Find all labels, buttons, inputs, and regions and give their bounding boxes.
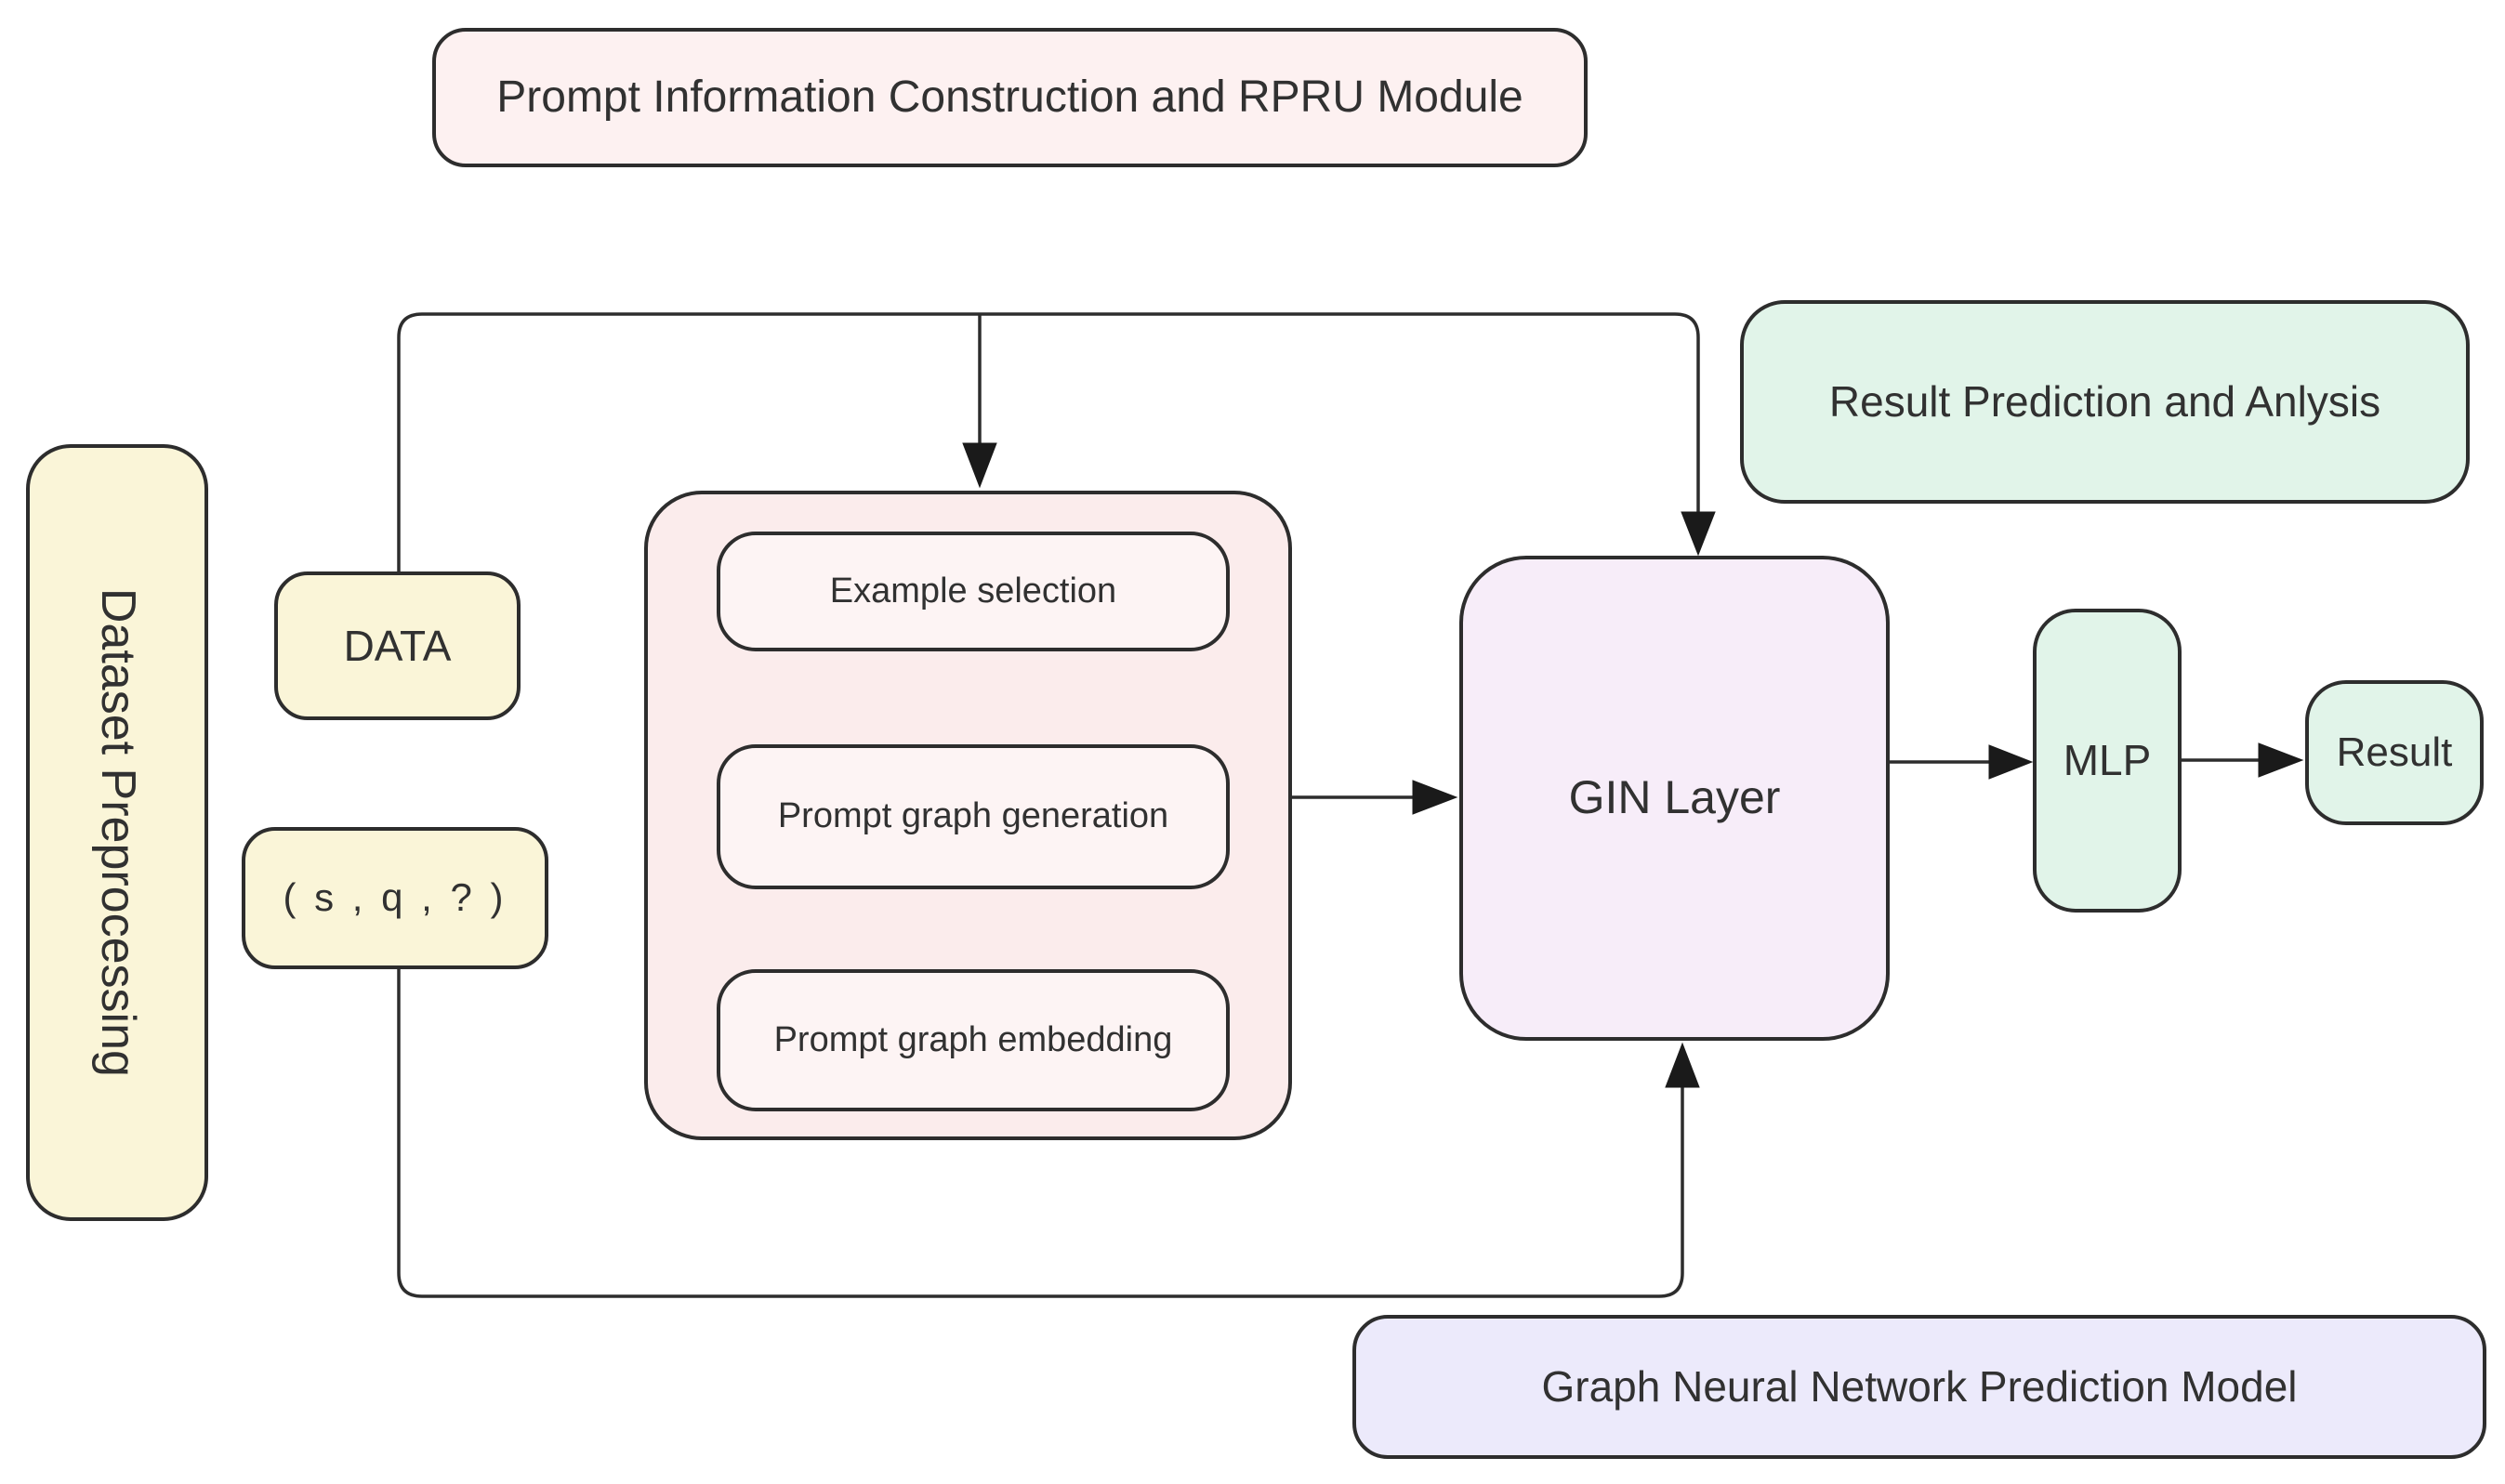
connector-container-to-gin [1292,780,1458,815]
connector-gin-to-mlp [1890,744,2034,780]
mlp-node: MLP [2033,609,2182,913]
gin-layer-label: GIN Layer [1568,771,1781,824]
arrowhead-gin-top [1681,511,1716,557]
dataset-preprocessing-box: Dataset Preprocessing [26,444,208,1221]
arrowhead-container-top [962,442,997,489]
prompt-graph-generation-node: Prompt graph generation [717,744,1230,889]
arrowhead-result-left [2258,742,2304,778]
triple-query-node: ( s , q , ? ) [242,827,548,969]
gnn-model-title-box: Graph Neural Network Prediction Model [1352,1315,2486,1459]
connector-mlp-to-result [2182,742,2304,778]
prompt-graph-embedding-node: Prompt graph embedding [717,969,1230,1111]
prompt-module-title-label: Prompt Information Construction and RPRU… [496,72,1523,123]
arrowhead-gin-left [1412,780,1458,815]
mlp-label: MLP [2063,736,2152,785]
gin-layer-node: GIN Layer [1459,556,1890,1041]
data-node-label: DATA [343,621,452,670]
data-node: DATA [274,571,521,720]
dataset-preprocessing-label: Dataset Preprocessing [90,587,145,1078]
arrowhead-mlp-left [1988,744,2034,780]
triple-query-label: ( s , q , ? ) [283,875,508,920]
example-selection-node: Example selection [717,532,1230,651]
result-label: Result [2336,729,2453,775]
connector-data-to-gin-top [397,312,1716,571]
prompt-graph-embedding-label: Prompt graph embedding [773,1019,1173,1059]
example-selection-label: Example selection [829,571,1117,611]
arrowhead-gin-bottom [1665,1042,1700,1088]
result-prediction-title-box: Result Prediction and Anlysis [1740,300,2470,504]
result-node: Result [2305,680,2484,825]
prompt-module-title-box: Prompt Information Construction and RPRU… [432,28,1588,167]
gnn-model-label: Graph Neural Network Prediction Model [1541,1362,2298,1412]
connector-triple-to-gin-bottom [397,969,1700,1298]
connector-topline-to-container [962,314,997,489]
result-prediction-label: Result Prediction and Anlysis [1828,377,2381,427]
prompt-graph-generation-label: Prompt graph generation [777,796,1169,836]
